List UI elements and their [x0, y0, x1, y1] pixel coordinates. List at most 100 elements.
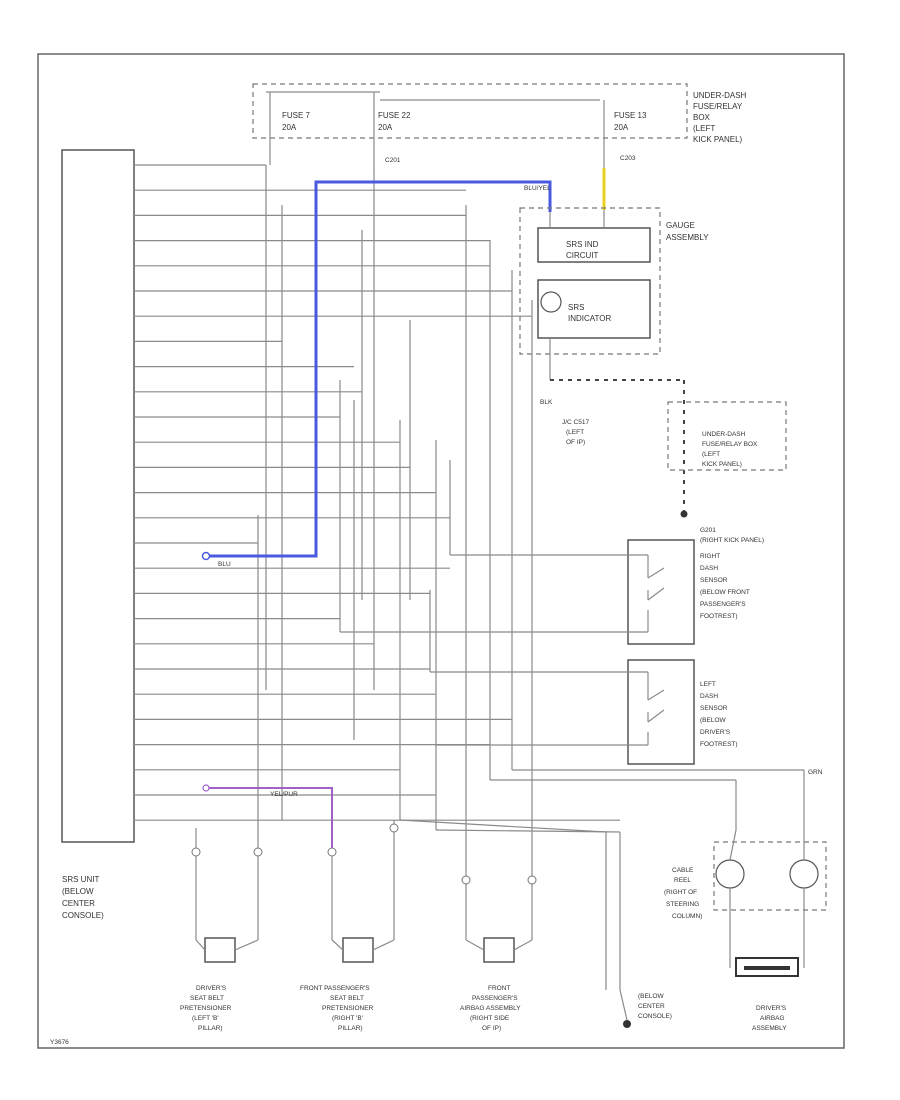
- right-sensor-label-3: DASH: [700, 565, 718, 572]
- gauge-label-0: GAUGE: [666, 221, 695, 230]
- passenger-pretensioner-label-4: PILLAR): [338, 1025, 363, 1032]
- srs-indicator-lamp-icon: [540, 291, 562, 313]
- center-ground-icon: [623, 1020, 631, 1028]
- connector-c203: C203: [620, 155, 636, 162]
- passenger-pretensioner-label-2: PRETENSIONER: [322, 1005, 374, 1012]
- driver-airbag: DRIVER'S AIRBAG ASSEMBLY: [735, 957, 799, 1032]
- left-sensor-label-4: DRIVER'S: [700, 729, 731, 736]
- jc-label-0: J/C C517: [562, 419, 589, 426]
- driver-pretensioner-label-4: PILLAR): [198, 1025, 223, 1032]
- fuse-3-label: FUSE 13: [614, 111, 647, 120]
- srs-unit-label-3: CONSOLE): [62, 911, 104, 920]
- fuse-box: FUSE 7 20A FUSE 22 20A FUSE 13 20A UNDER…: [252, 83, 747, 144]
- passenger-pretensioner-label-0: FRONT PASSENGER'S: [300, 985, 370, 992]
- fuse-3-amp: 20A: [614, 123, 629, 132]
- center-ground-label-1: CENTER: [638, 1003, 665, 1010]
- grn-wire-label: GRN: [808, 769, 823, 776]
- blu-yel-wire-label: BLU/YEL: [524, 185, 551, 192]
- fuse-box-label-2: BOX: [693, 113, 711, 122]
- right-sensor-label-6: PASSENGER'S: [700, 601, 746, 608]
- cable-reel-label-2: (RIGHT OF: [664, 889, 697, 896]
- ground-icon: [680, 510, 688, 518]
- center-ground-label-2: CONSOLE): [638, 1013, 672, 1020]
- right-sensor-label-7: FOOTREST): [700, 613, 738, 620]
- driver-pretensioner: DRIVER'S SEAT BELT PRETENSIONER (LEFT 'B…: [180, 937, 259, 1032]
- yel-pur-wire: [206, 787, 333, 848]
- right-sensor-label-4: SENSOR: [700, 577, 728, 584]
- driver-pretensioner-label-0: DRIVER'S: [196, 985, 227, 992]
- yel-pur-wire-label: YEL/PUR: [270, 791, 298, 798]
- blk-wire-label: BLK: [540, 399, 553, 406]
- srs-indicator-label-0: SRS: [568, 303, 584, 312]
- passenger-airbag-label-2: AIRBAG ASSEMBLY: [460, 1005, 521, 1012]
- connector-c201: C201: [385, 157, 401, 164]
- passenger-pretensioner-label-3: (RIGHT 'B': [332, 1015, 363, 1022]
- diagram-code: Y3676: [50, 1039, 69, 1046]
- srs-unit-pins: [134, 164, 620, 821]
- passenger-airbag-label-1: PASSENGER'S: [472, 995, 518, 1002]
- blu-signal-wire: [206, 180, 552, 558]
- cable-reel-coil-1-icon: [715, 859, 745, 889]
- driver-pretensioner-label-1: SEAT BELT: [190, 995, 224, 1002]
- driver-airbag-label-0: DRIVER'S: [756, 1005, 787, 1012]
- passenger-airbag-label-0: FRONT: [488, 985, 510, 992]
- fuse-box-label-4: KICK PANEL): [693, 135, 743, 144]
- passenger-airbag-label-3: (RIGHT SIDE: [470, 1015, 510, 1022]
- left-sensor-label-5: FOOTREST): [700, 741, 738, 748]
- fuse-box-label-3: (LEFT: [693, 124, 715, 133]
- passenger-airbag-label-4: OF IP): [482, 1025, 501, 1032]
- cable-reel-label-4: COLUMN): [672, 913, 702, 920]
- passenger-airbag: FRONT PASSENGER'S AIRBAG ASSEMBLY (RIGHT…: [460, 937, 533, 1032]
- yel-pur-terminal: [202, 784, 210, 792]
- driver-airbag-label-2: ASSEMBLY: [752, 1025, 787, 1032]
- driver-pretensioner-label-3: (LEFT 'B': [192, 1015, 219, 1022]
- cable-reel: CABLE REEL (RIGHT OF STEERING COLUMN): [664, 829, 827, 968]
- under-dash-ground-box: UNDER-DASH FUSE/RELAY BOX (LEFT KICK PAN…: [667, 401, 787, 471]
- cable-reel-label-0: CABLE: [672, 867, 694, 874]
- gauge-circuit-label-0: SRS IND: [566, 240, 599, 249]
- fuse-box-label-1: FUSE/RELAY: [693, 102, 743, 111]
- fuse-box-label-0: UNDER-DASH: [693, 91, 747, 100]
- gauge-label-1: ASSEMBLY: [666, 233, 709, 242]
- ground-box-label-2: (LEFT: [702, 451, 720, 458]
- ground-box-label-1: FUSE/RELAY BOX: [702, 441, 758, 448]
- right-sensor-label-5: (BELOW FRONT: [700, 589, 750, 596]
- blu-wire-label: BLU: [218, 561, 231, 568]
- srs-unit-box: [61, 149, 135, 843]
- fuse-1-label: FUSE 7: [282, 111, 311, 120]
- driver-pretensioner-label-2: PRETENSIONER: [180, 1005, 232, 1012]
- harness-wires: [191, 132, 805, 990]
- gauge-circuit-label-1: CIRCUIT: [566, 251, 599, 260]
- left-sensor-label-1: DASH: [700, 693, 718, 700]
- left-sensor-label-0: LEFT: [700, 681, 716, 688]
- passenger-pretensioner-label-1: SEAT BELT: [330, 995, 364, 1002]
- center-ground-label-0: (BELOW: [638, 993, 665, 1000]
- cable-reel-coil-2-icon: [789, 859, 819, 889]
- left-dash-sensor: LEFT DASH SENSOR (BELOW DRIVER'S FOOTRES…: [585, 659, 738, 765]
- cable-reel-label-1: REEL: [674, 877, 691, 884]
- cable-reel-label-3: STEERING: [666, 901, 699, 908]
- srs-unit-label-0: SRS UNIT: [62, 875, 99, 884]
- fuse-2-amp: 20A: [378, 123, 393, 132]
- srs-indicator-label-1: INDICATOR: [568, 314, 611, 323]
- diagram-frame: [37, 53, 845, 1049]
- jc-label-1: (LEFT: [566, 429, 584, 436]
- left-sensor-label-2: SENSOR: [700, 705, 728, 712]
- gauge-assembly: SRS IND CIRCUIT SRS INDICATOR GAUGE ASSE…: [519, 207, 709, 380]
- right-sensor-label-1: (RIGHT KICK PANEL): [700, 537, 764, 544]
- fuse-1-amp: 20A: [282, 123, 297, 132]
- srs-unit-label-2: CENTER: [62, 899, 95, 908]
- right-dash-sensor: G201 (RIGHT KICK PANEL) RIGHT DASH SENSO…: [585, 527, 764, 645]
- right-sensor-label-2: RIGHT: [700, 553, 720, 560]
- ground-box-label-3: KICK PANEL): [702, 461, 742, 468]
- center-console-ground: (BELOW CENTER CONSOLE): [619, 989, 672, 1028]
- driver-airbag-label-1: AIRBAG: [760, 1015, 785, 1022]
- blu-wire-terminal: [201, 551, 211, 561]
- right-sensor-label-0: G201: [700, 527, 716, 534]
- fuse-2-label: FUSE 22: [378, 111, 411, 120]
- srs-unit-label-1: (BELOW: [62, 887, 94, 896]
- jc-label-2: OF IP): [566, 439, 585, 446]
- ground-box-label-0: UNDER-DASH: [702, 431, 746, 438]
- passenger-pretensioner: FRONT PASSENGER'S SEAT BELT PRETENSIONER…: [300, 856, 395, 1032]
